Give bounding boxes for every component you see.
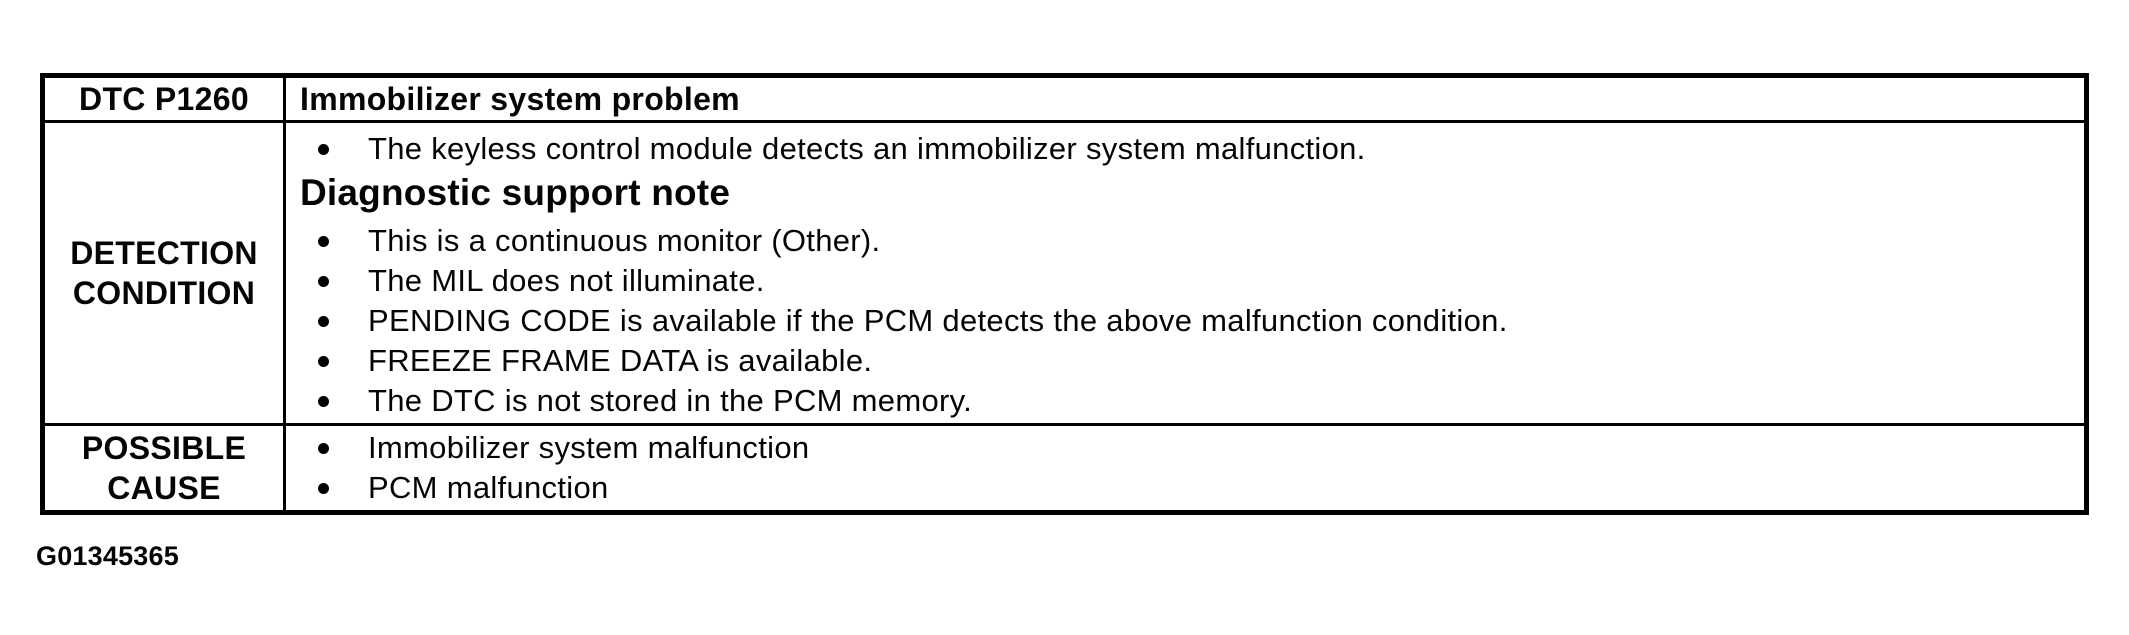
- bullet-icon: [318, 144, 329, 155]
- list-item: PENDING CODE is available if the PCM det…: [300, 301, 2070, 341]
- detection-item-text: The keyless control module detects an im…: [368, 131, 1366, 166]
- bullet-icon: [318, 396, 329, 407]
- bullet-icon: [318, 483, 329, 494]
- possible-cause-content-cell: Immobilizer system malfunction PCM malfu…: [286, 426, 2084, 510]
- list-item: The DTC is not stored in the PCM memory.: [300, 381, 2070, 421]
- detection-item-text: PENDING CODE is available if the PCM det…: [368, 303, 1508, 338]
- detection-item-text: The DTC is not stored in the PCM memory.: [368, 383, 973, 418]
- dtc-title: Immobilizer system problem: [300, 80, 740, 117]
- possible-cause-label-line1: POSSIBLE: [81, 430, 247, 466]
- detection-item-text: The MIL does not illuminate.: [368, 263, 765, 298]
- bullet-icon: [318, 443, 329, 454]
- bullet-icon: [318, 316, 329, 327]
- dtc-title-cell: Immobilizer system problem: [286, 78, 2084, 123]
- list-item: FREEZE FRAME DATA is available.: [300, 341, 2070, 381]
- dtc-table: DTC P1260 Immobilizer system problem DET…: [40, 73, 2089, 515]
- list-item: Immobilizer system malfunction: [300, 428, 2070, 468]
- list-item: The MIL does not illuminate.: [300, 261, 2070, 301]
- list-item: This is a continuous monitor (Other).: [300, 221, 2070, 261]
- detection-condition-label-cell: DETECTION CONDITION: [45, 123, 286, 426]
- detection-item-text: FREEZE FRAME DATA is available.: [368, 343, 873, 378]
- detection-condition-content-cell: The keyless control module detects an im…: [286, 123, 2084, 426]
- possible-cause-label-cell: POSSIBLE CAUSE: [45, 426, 286, 510]
- dtc-code-cell: DTC P1260: [45, 78, 286, 123]
- detection-item-text: This is a continuous monitor (Other).: [368, 223, 881, 258]
- figure-code: G01345365: [36, 541, 179, 571]
- bullet-icon: [318, 356, 329, 367]
- dtc-code: DTC P1260: [79, 81, 249, 117]
- detection-condition-label-line1: DETECTION: [70, 235, 258, 271]
- diagnostic-support-note-heading: Diagnostic support note: [300, 172, 731, 213]
- possible-cause-label-line2: CAUSE: [107, 470, 221, 506]
- cause-item-text: Immobilizer system malfunction: [368, 430, 810, 465]
- list-item: PCM malfunction: [300, 468, 2070, 508]
- list-item: The keyless control module detects an im…: [300, 129, 2070, 169]
- detection-condition-label-line2: CONDITION: [72, 275, 256, 311]
- bullet-icon: [318, 236, 329, 247]
- cause-item-text: PCM malfunction: [368, 470, 609, 505]
- bullet-icon: [318, 276, 329, 287]
